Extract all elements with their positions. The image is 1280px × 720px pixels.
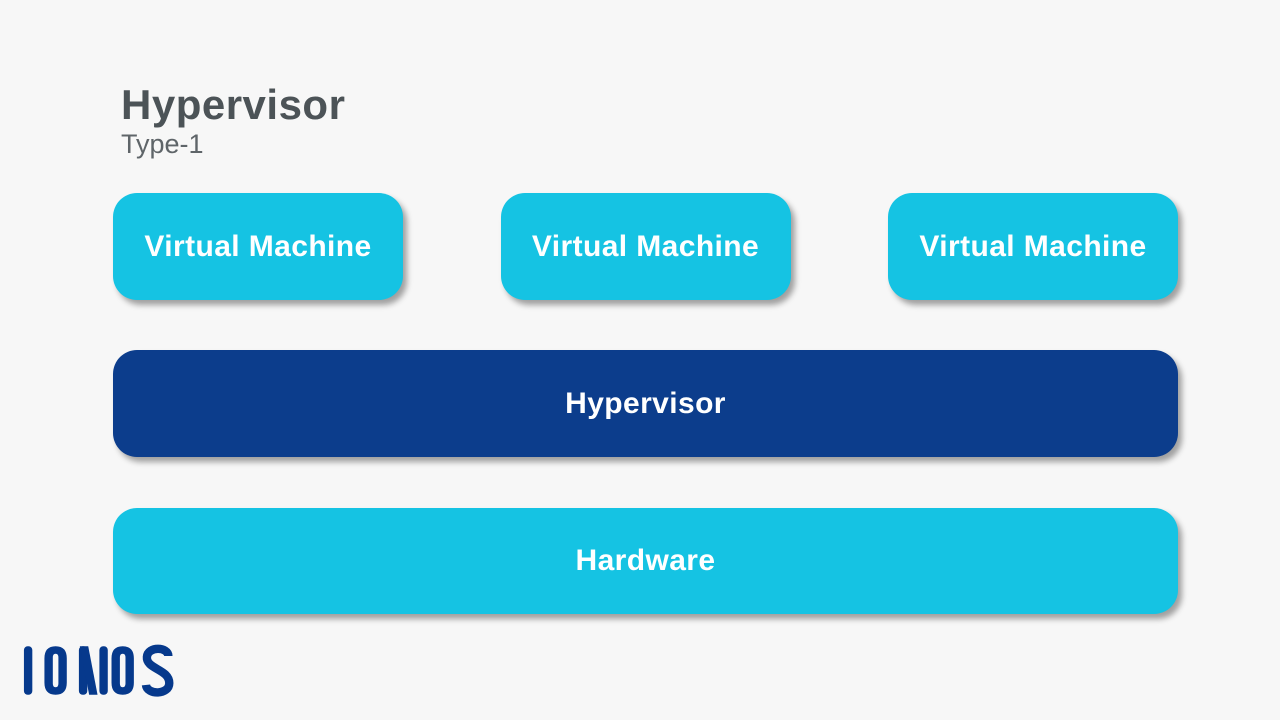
virtual-machine-label: Virtual Machine	[919, 229, 1147, 263]
page-title: Hypervisor	[121, 81, 346, 128]
ionos-logo-graphic	[23, 644, 174, 697]
hardware-box: Hardware	[113, 508, 1178, 614]
virtual-machine-row: Virtual Machine Virtual Machine Virtual …	[113, 193, 1178, 300]
virtual-machine-label: Virtual Machine	[531, 229, 760, 263]
ionos-logo-s-stroke	[141, 644, 174, 697]
virtual-machine-label: Virtual Machine	[144, 229, 372, 263]
virtual-machine-box-1: Virtual Machine	[113, 193, 403, 300]
header: Hypervisor Type-1	[121, 84, 345, 160]
ionos-logo-letters	[23, 644, 174, 697]
hypervisor-box: Hypervisor	[113, 350, 1178, 457]
hardware-label: Hardware	[575, 544, 716, 577]
virtual-machine-box-3: Virtual Machine	[888, 193, 1178, 300]
virtual-machine-box-2: Virtual Machine	[500, 193, 791, 300]
hypervisor-label: Hypervisor	[565, 386, 726, 420]
page-subtitle: Type-1	[121, 129, 204, 159]
ionos-logo	[23, 644, 174, 697]
